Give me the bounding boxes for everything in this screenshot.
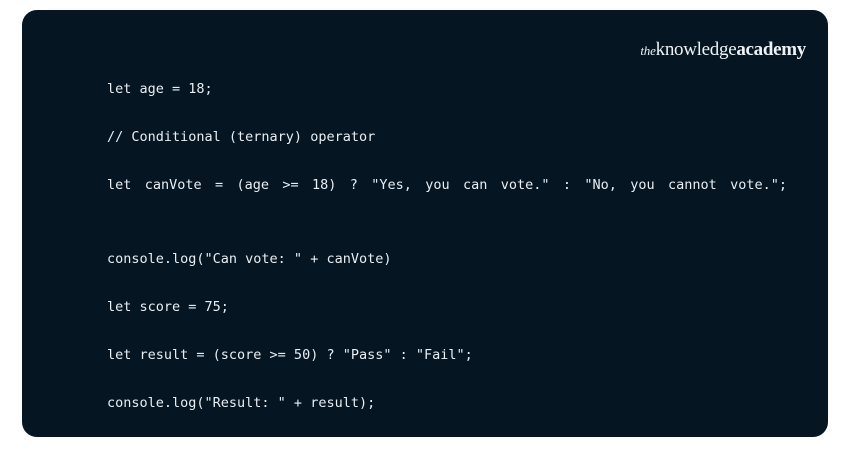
the-knowledge-academy-logo: theknowledgeacademy bbox=[640, 40, 806, 59]
code-line: console.log("Can vote: " + canVote) bbox=[107, 251, 392, 267]
logo-word-the: the bbox=[640, 43, 656, 58]
logo-word-knowledge: knowledge bbox=[655, 39, 737, 60]
code-block: let age = 18; // Conditional (ternary) o… bbox=[107, 76, 787, 416]
code-snippet-card: theknowledgeacademy let age = 18; // Con… bbox=[22, 10, 828, 437]
code-line: let result = (score >= 50) ? "Pass" : "F… bbox=[107, 347, 473, 363]
code-line-comment: // Conditional (ternary) operator bbox=[107, 129, 376, 145]
code-line: let score = 75; bbox=[107, 299, 229, 315]
logo-word-academy: academy bbox=[736, 39, 806, 60]
code-line: console.log("Result: " + result); bbox=[107, 395, 376, 411]
code-line: let age = 18; bbox=[107, 81, 213, 97]
code-line: let canVote = (age >= 18) ? "Yes, you ca… bbox=[107, 177, 787, 193]
